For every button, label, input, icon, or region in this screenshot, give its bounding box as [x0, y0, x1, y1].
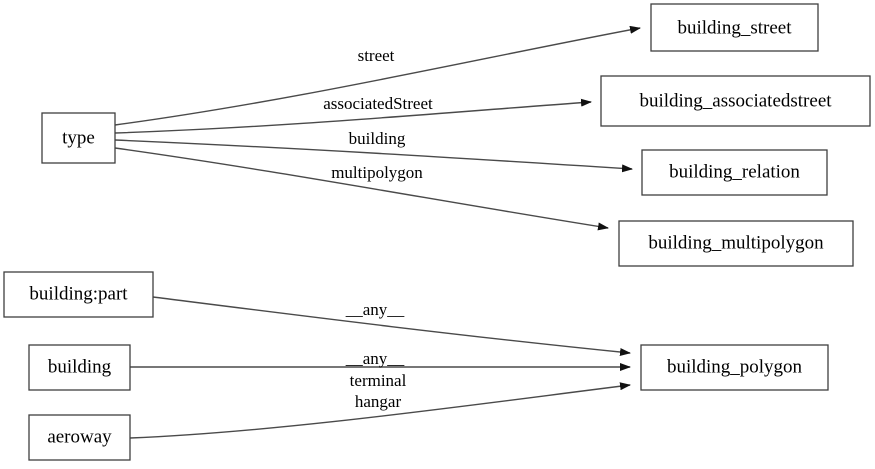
node-box[interactable]: [41, 112, 116, 164]
node-building_polygon[interactable]: building_polygon: [640, 344, 829, 391]
node-building_street[interactable]: building_street: [650, 3, 819, 52]
node-label: building: [48, 356, 112, 377]
edge-line: [114, 98, 592, 134]
node-box[interactable]: [650, 3, 819, 52]
edge-label-any-part: __any__: [345, 300, 405, 319]
node-box[interactable]: [28, 344, 131, 391]
node-box[interactable]: [28, 414, 131, 461]
edge-type-building_multipolygon: multipolygon: [114, 147, 609, 231]
edge-label-terminal: terminal: [350, 371, 407, 390]
edge-label-street: street: [358, 46, 395, 65]
edge-label-any-building: __any__: [345, 349, 405, 368]
node-type[interactable]: type: [41, 112, 116, 164]
edge-line: [114, 147, 609, 231]
node-box[interactable]: [3, 271, 154, 318]
edge-line: [129, 382, 631, 439]
node-box[interactable]: [600, 75, 871, 127]
node-label: building_associatedstreet: [639, 90, 832, 111]
node-label: building_street: [678, 17, 793, 38]
node-aeroway[interactable]: aeroway: [28, 414, 131, 461]
node-label: type: [62, 127, 95, 148]
edge-label-building: building: [349, 129, 406, 148]
node-building_associatedstreet[interactable]: building_associatedstreet: [600, 75, 871, 127]
node-building-part[interactable]: building:part: [3, 271, 154, 318]
edge-label-multipolygon: multipolygon: [331, 163, 423, 182]
edge-building-building_polygon: __any__: [130, 349, 631, 371]
node-label: aeroway: [47, 426, 112, 447]
edge-line: [152, 296, 631, 356]
node-box[interactable]: [641, 149, 828, 196]
node-label: building:part: [29, 283, 128, 304]
node-box[interactable]: [618, 220, 854, 267]
edge-label-associatedstreet: associatedStreet: [323, 94, 433, 113]
edge-building_part-building_polygon: __any__: [152, 296, 631, 356]
node-label: building_multipolygon: [648, 232, 824, 253]
edge-line: [114, 139, 633, 173]
node-building_multipolygon[interactable]: building_multipolygon: [618, 220, 854, 267]
node-label: building_relation: [669, 161, 800, 182]
edge-label-hangar: hangar: [355, 392, 402, 411]
node-building[interactable]: building: [28, 344, 131, 391]
edge-line: [114, 25, 641, 126]
edge-type-building_relation: building: [114, 129, 633, 173]
edge-type-building_street: street: [114, 25, 641, 126]
edge-type-building_associatedstreet: associatedStreet: [114, 94, 592, 134]
node-box[interactable]: [640, 344, 829, 391]
node-building_relation[interactable]: building_relation: [641, 149, 828, 196]
edge-aeroway-building_polygon: terminal hangar: [129, 371, 631, 439]
node-label: building_polygon: [667, 356, 803, 377]
